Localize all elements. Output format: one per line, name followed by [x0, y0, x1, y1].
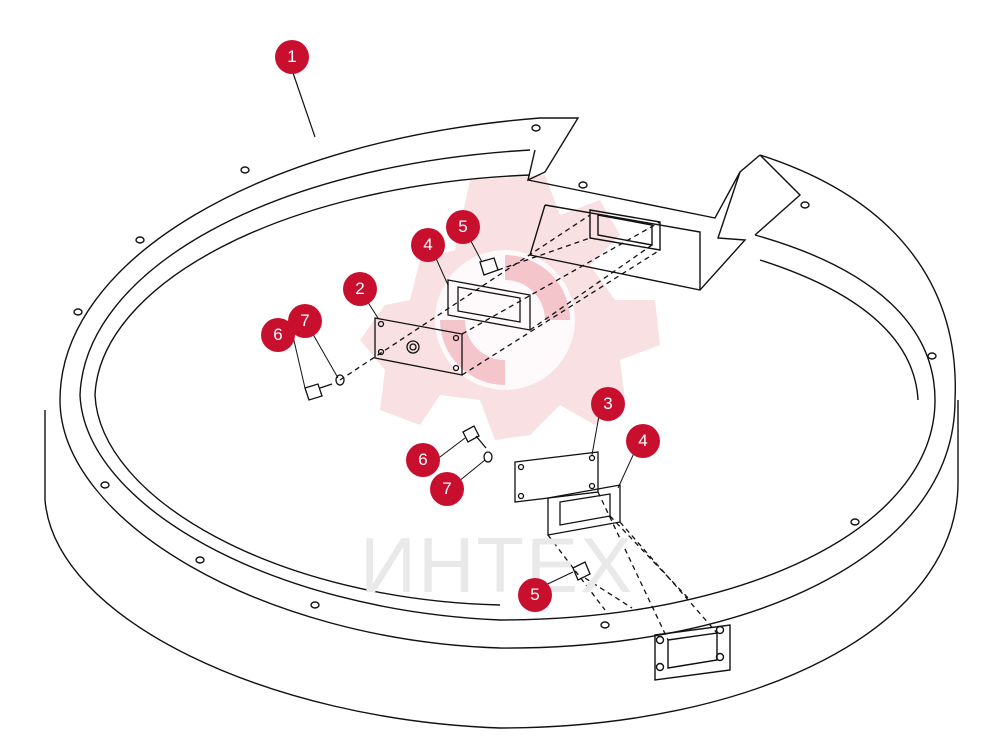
ring-frame [44, 69, 959, 729]
callout-7-upper: 7 [288, 304, 322, 338]
callout-5-upper: 5 [446, 210, 480, 244]
callout-6-lower: 6 [406, 443, 440, 477]
upper-assembly-parts [304, 214, 661, 401]
cover-plate-lower [514, 451, 599, 503]
callout-5-lower: 5 [518, 578, 552, 612]
ring-bolt-holes [73, 124, 937, 629]
callout-3: 3 [591, 387, 625, 421]
callout-4-lower: 4 [626, 424, 660, 458]
callout-7-lower: 7 [430, 472, 464, 506]
watermark-logo-text: ИНТЕХ [360, 521, 635, 609]
lower-assembly-parts [462, 425, 718, 641]
callout-2: 2 [343, 272, 377, 306]
callout-4-upper: 4 [411, 228, 445, 262]
callout-1: 1 [275, 40, 309, 74]
